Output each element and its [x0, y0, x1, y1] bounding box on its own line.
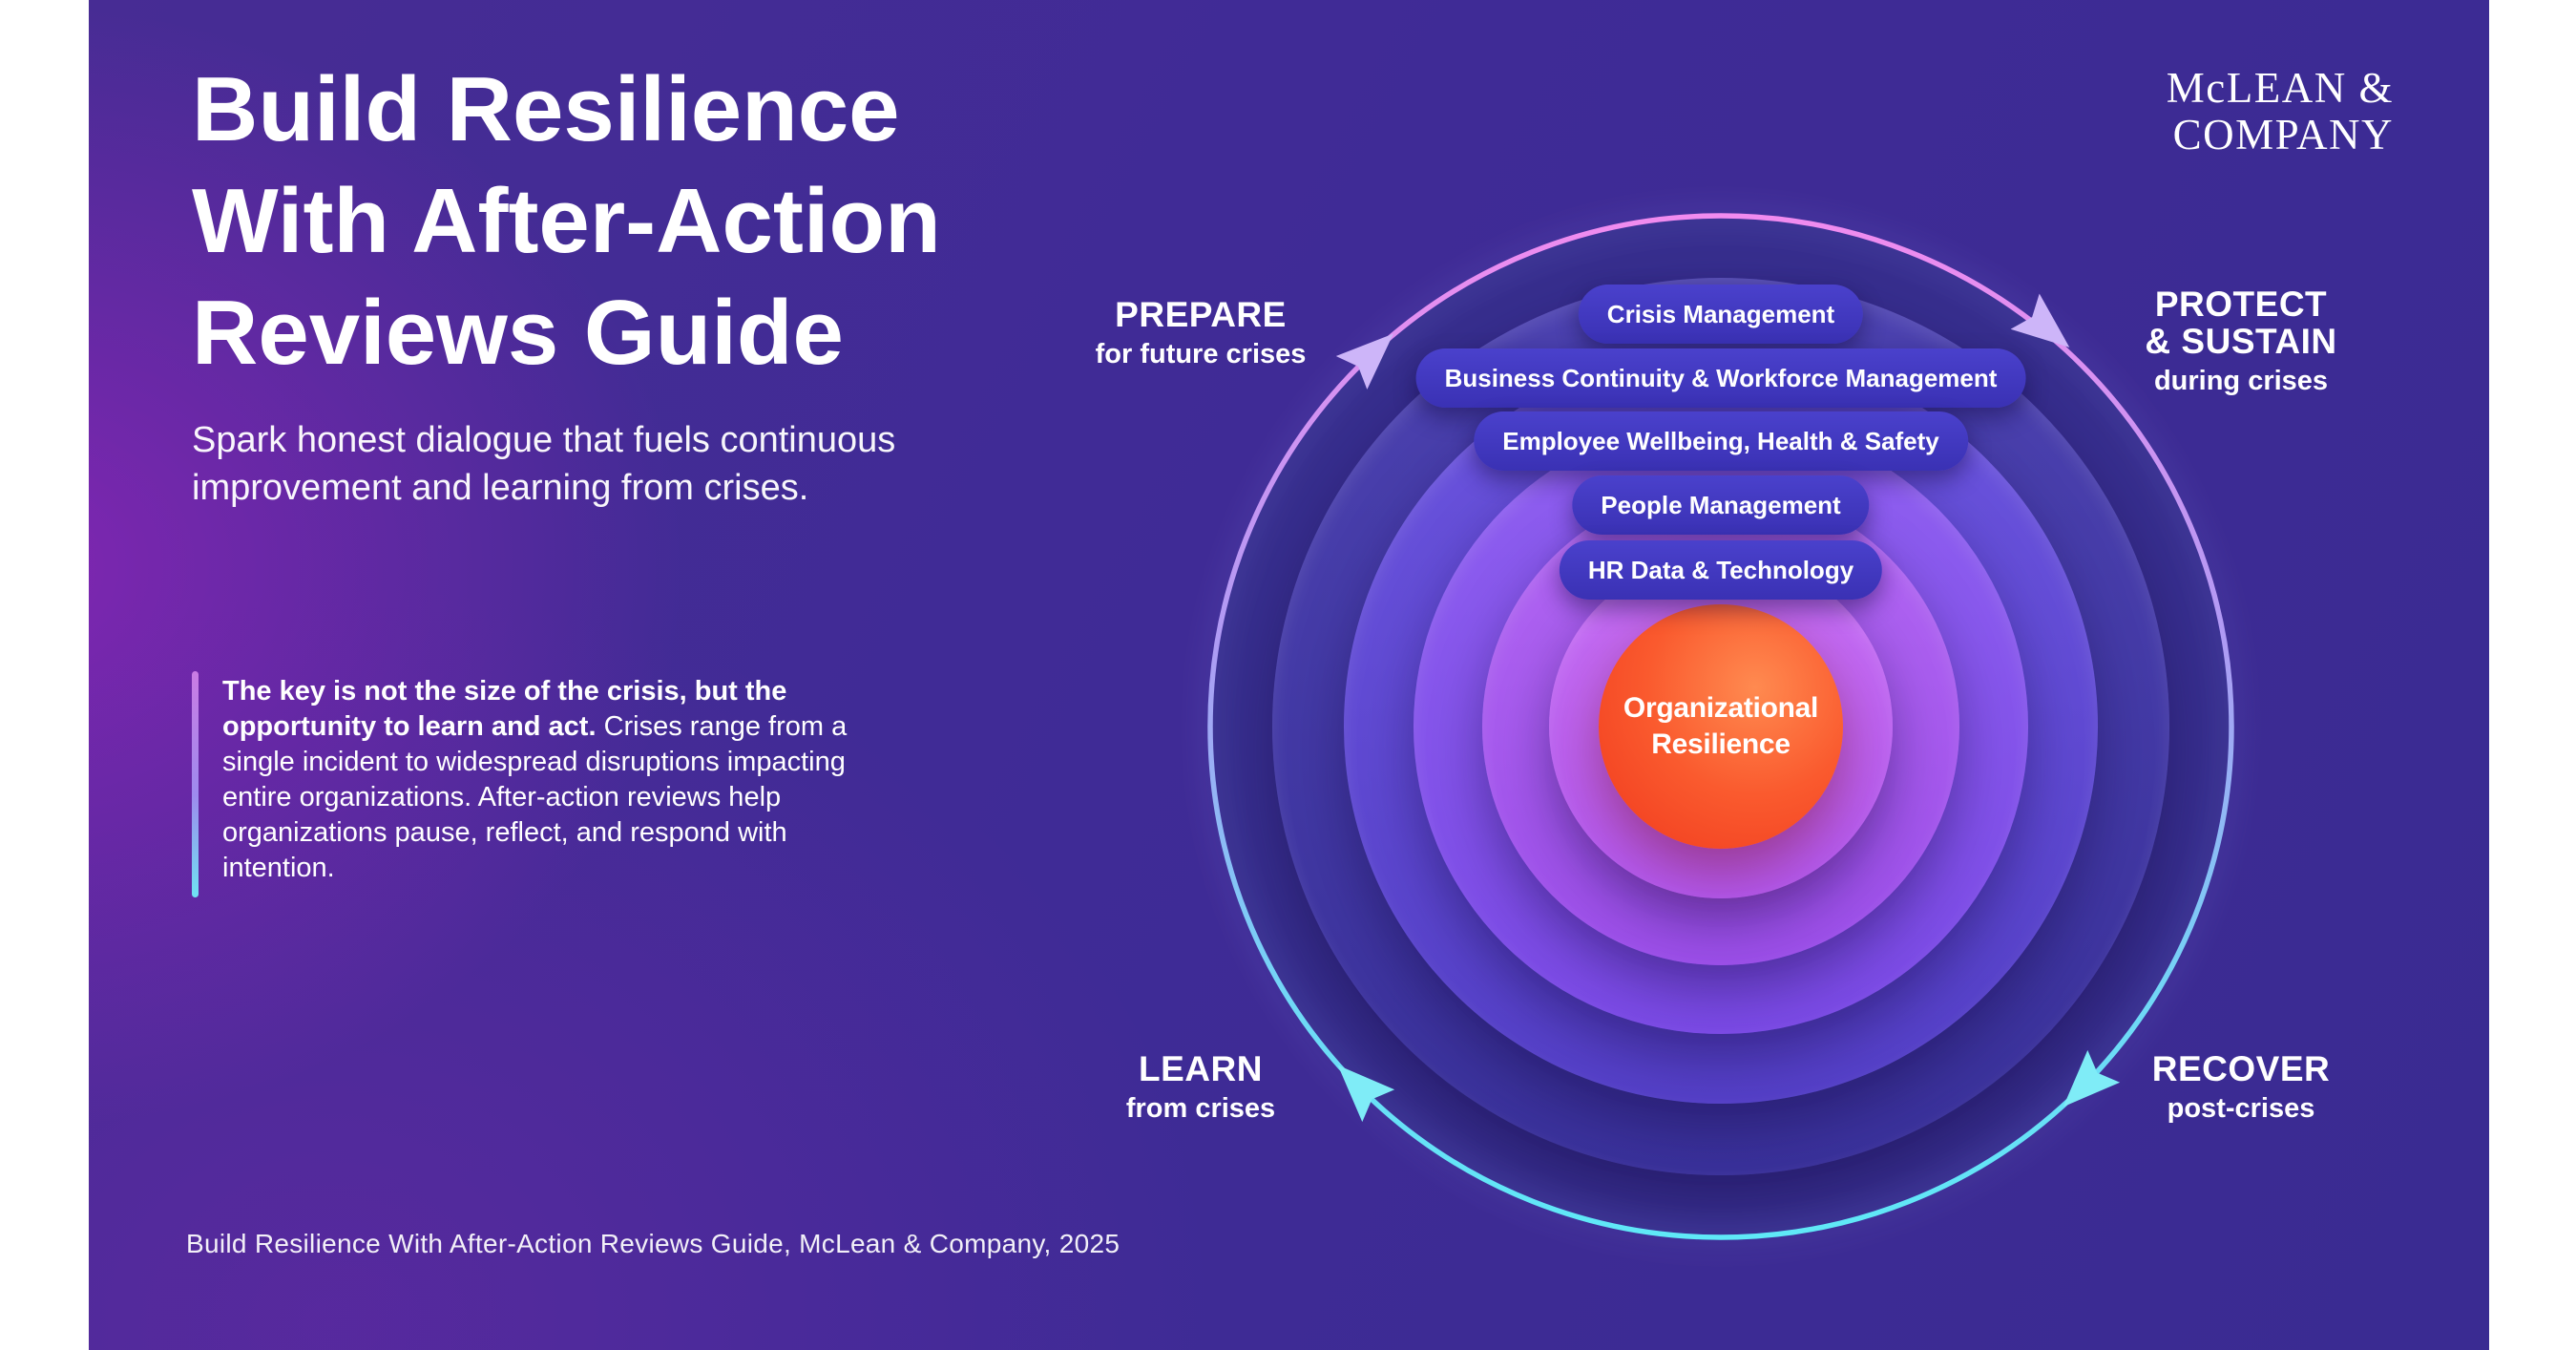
stage-recover: RECOVER post-crises — [2152, 1050, 2330, 1125]
logo-line-2: COMPANY — [2172, 111, 2394, 158]
page-subtitle: Spark honest dialogue that fuels continu… — [192, 420, 896, 508]
callout-accent-bar — [192, 671, 199, 897]
title-line: With After-Action — [192, 170, 941, 272]
cycle-ring — [1207, 213, 2234, 1240]
stage-label-text: PREPARE — [1115, 295, 1287, 334]
pill-label: Business Continuity & Workforce Manageme… — [1444, 363, 1998, 392]
organizational-resilience-core: Organizational Resilience — [1599, 604, 1843, 849]
stage-sublabel-text: during crises — [2153, 366, 2329, 396]
company-logo: McLEAN & COMPANY — [2167, 65, 2394, 158]
pill-label: Employee Wellbeing, Health & Safety — [1502, 426, 1939, 455]
stage-label-text: & SUSTAIN — [2145, 322, 2337, 361]
stage-learn: LEARN from crises — [1126, 1050, 1275, 1125]
stage-sublabel-text: for future crises — [1095, 339, 1307, 369]
stage-label-text: LEARN — [1139, 1049, 1263, 1088]
pill-label: People Management — [1601, 490, 1841, 519]
stage-label-text: PROTECT — [2154, 285, 2328, 324]
ring-pill-crisis-management: Crisis Management — [1578, 285, 1864, 344]
callout-lead: The key is not the size of the crisis, b… — [222, 676, 787, 742]
infographic-canvas: Build Resilience With After-Action Revie… — [89, 0, 2489, 1350]
stage-sublabel-text: post-crises — [2167, 1093, 2315, 1124]
stage-sublabel-text: from crises — [1125, 1093, 1276, 1124]
core-label-line: Resilience — [1651, 728, 1791, 760]
title-line: Build Resilience — [192, 58, 900, 160]
ring-pill-employee-wellbeing: Employee Wellbeing, Health & Safety — [1474, 411, 1968, 471]
stage-label-text: RECOVER — [2151, 1049, 2331, 1088]
stage-protect-sustain: PROTECT & SUSTAIN during crises — [2145, 285, 2336, 397]
stage-prepare: PREPARE for future crises — [1096, 296, 1307, 370]
ring-pill-hr-data-technology: HR Data & Technology — [1559, 540, 1883, 600]
pill-label: Crisis Management — [1606, 299, 1835, 328]
logo-line-1: McLEAN & — [2166, 64, 2394, 112]
title-line: Reviews Guide — [192, 282, 844, 384]
core-label-line: Organizational — [1623, 692, 1819, 724]
ring-pill-business-continuity: Business Continuity & Workforce Manageme… — [1415, 348, 2026, 408]
ring-pill-people-management: People Management — [1572, 475, 1870, 535]
pill-label: HR Data & Technology — [1587, 555, 1854, 584]
callout-body: Crises range from a single incident to w… — [222, 711, 848, 883]
footer-citation: Build Resilience With After-Action Revie… — [186, 1229, 1120, 1258]
callout-text: The key is not the size of the crisis, b… — [222, 674, 881, 886]
page-title: Build Resilience With After-Action Revie… — [192, 53, 941, 389]
